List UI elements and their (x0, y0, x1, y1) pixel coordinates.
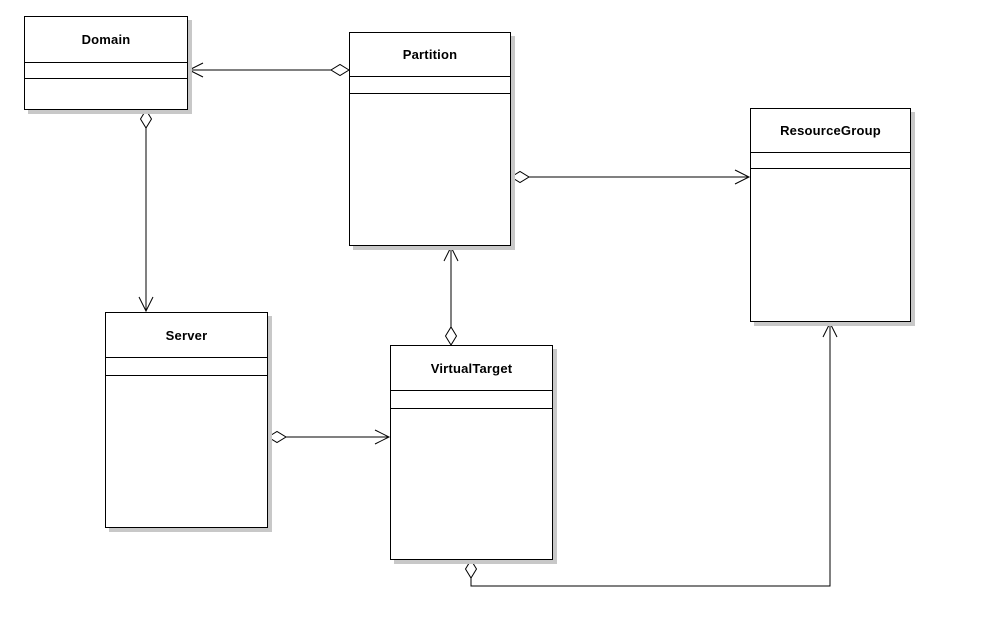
class-box-resourcegroup[interactable]: ResourceGroup (750, 108, 911, 322)
partition-operations-compartment (350, 94, 510, 245)
domain-attributes-compartment (25, 63, 187, 79)
connector-domain-server (138, 109, 154, 313)
virtualtarget-operations-compartment (391, 409, 552, 559)
virtualtarget-attributes-compartment (391, 391, 552, 409)
connector-server-virtualtarget (267, 429, 391, 445)
connector-partition-domain (187, 62, 350, 78)
class-name-virtualtarget: VirtualTarget (391, 346, 552, 391)
connector-virtualtarget-partition (443, 245, 459, 346)
class-name-server: Server (106, 313, 267, 358)
class-box-server[interactable]: Server (105, 312, 268, 528)
class-name-partition: Partition (350, 33, 510, 77)
server-attributes-compartment (106, 358, 267, 376)
class-name-resourcegroup: ResourceGroup (751, 109, 910, 153)
connector-partition-resourcegroup (510, 169, 751, 185)
class-name-domain: Domain (25, 17, 187, 63)
class-box-domain[interactable]: Domain (24, 16, 188, 110)
server-operations-compartment (106, 376, 267, 527)
resourcegroup-attributes-compartment (751, 153, 910, 169)
class-box-partition[interactable]: Partition (349, 32, 511, 246)
domain-operations-compartment (25, 79, 187, 109)
partition-attributes-compartment (350, 77, 510, 94)
class-box-virtualtarget[interactable]: VirtualTarget (390, 345, 553, 560)
resourcegroup-operations-compartment (751, 169, 910, 321)
